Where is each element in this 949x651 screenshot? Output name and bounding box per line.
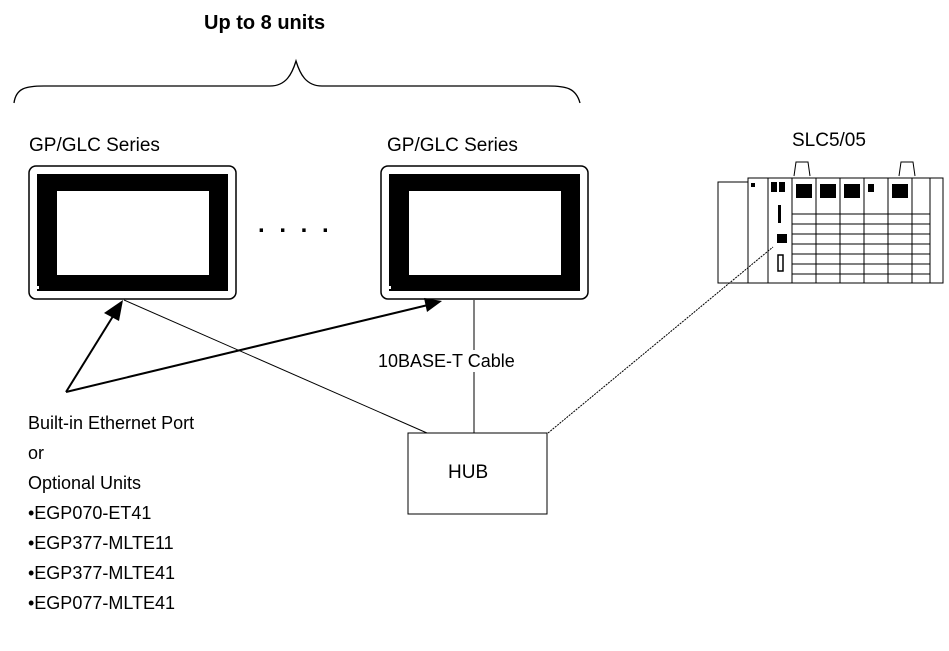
unit-item: •EGP070-ET41 (28, 503, 152, 523)
cable-plc-to-hub (547, 246, 774, 434)
cable-label: 10BASE-T Cable (378, 350, 515, 372)
port-arrow-left-head (104, 300, 123, 321)
note-line-1: Built-in Ethernet Port (28, 413, 195, 433)
note-line-2: or (28, 443, 45, 463)
plc-label: SLC5/05 (792, 130, 866, 151)
unit-item: •EGP377-MLTE11 (28, 533, 174, 553)
gp-terminal-right (380, 165, 589, 300)
hub-box (407, 432, 548, 515)
ethernet-port-note: Built-in Ethernet Port or Optional Units… (28, 408, 194, 618)
cable-left-gp-to-hub (123, 299, 428, 434)
port-arrow-right-head (424, 298, 442, 312)
port-arrow-left (65, 312, 116, 393)
plc-rack-icon (717, 161, 944, 284)
gp-right-label: GP/GLC Series (387, 135, 518, 156)
unit-item: •EGP077-MLTE41 (28, 593, 176, 613)
note-line-3: Optional Units (28, 473, 142, 493)
gp-terminal-left (28, 165, 237, 300)
ellipsis-dots: . . . . (258, 211, 333, 238)
gp-left-label: GP/GLC Series (29, 135, 160, 156)
hub-label: HUB (448, 462, 489, 483)
group-brace (13, 58, 581, 104)
port-arrow-right (65, 304, 429, 393)
unit-item: •EGP377-MLTE41 (28, 563, 176, 583)
group-title: Up to 8 units (204, 12, 326, 34)
